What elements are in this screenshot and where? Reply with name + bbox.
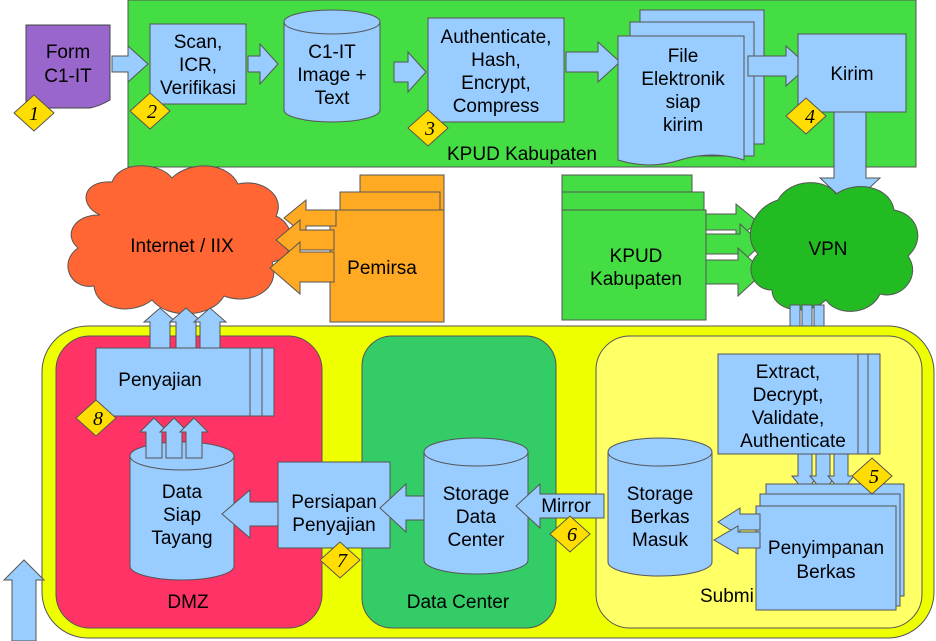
storage-dc-database-cylinder-icon: Storage Data Center	[423, 437, 529, 575]
db-label-1: C1-IT	[308, 42, 356, 63]
persiapan-box: Persiapan Penyajian	[277, 461, 391, 549]
vpn-label: VPN	[808, 239, 847, 260]
mirror-label: Mirror	[541, 496, 591, 517]
badge-3-diamond-badge-icon: 3	[407, 109, 449, 147]
kpud-middle-label-1: KPUD	[610, 246, 663, 267]
arrows-penyimpanan-to-storage	[713, 507, 761, 555]
storage-masuk-label-3: Masuk	[632, 530, 688, 551]
badge-8-label: 8	[93, 408, 103, 430]
arrow-persiapan-to-datasiap	[221, 488, 279, 540]
storage-masuk-database-cylinder-icon: Storage Berkas Masuk	[607, 437, 713, 577]
auth-label-1: Authenticate,	[441, 27, 552, 48]
arrow-form-to-scan	[111, 44, 149, 84]
arrows-penyajian-to-internet	[142, 307, 228, 349]
scan-box: Scan, ICR, Verifikasi	[149, 23, 247, 105]
arrows-pemirsa-to-internet	[269, 198, 337, 296]
badge-4-diamond-badge-icon: 4	[785, 97, 827, 135]
vpn-cloud-icon: VPN	[749, 182, 919, 312]
file-label-1: File	[668, 46, 699, 67]
arrow-storagedc-to-persiapan	[379, 482, 425, 534]
dmz-label: DMZ	[167, 592, 209, 613]
badge-7-label: 7	[337, 550, 348, 572]
badge-4-label: 4	[805, 106, 815, 128]
badge-6-label: 6	[567, 524, 577, 546]
badge-1-label: 1	[29, 103, 39, 125]
file-label-2: Elektronik	[641, 69, 725, 90]
auth-label-3: Encrypt,	[461, 73, 531, 94]
arrow-db-to-auth	[393, 50, 427, 94]
kirim-box: Kirim	[797, 33, 907, 113]
storage-dc-label-3: Center	[447, 530, 505, 551]
badge-8-diamond-badge-icon: 8	[75, 399, 117, 437]
extract-label-1: Extract,	[756, 362, 820, 383]
persiapan-label-1: Persiapan	[291, 492, 377, 513]
c1it-database-cylinder-icon: C1-IT Image + Text	[283, 9, 381, 123]
kpud-panel-label: KPUD Kabupaten	[447, 144, 597, 165]
pemirsa-stacked-document-icon: Pemirsa	[329, 174, 445, 323]
submit-label: Submi	[700, 586, 754, 607]
badge-7-diamond-badge-icon: 7	[319, 541, 361, 579]
mirror-arrow-icon: Mirror	[515, 482, 605, 530]
kirim-label: Kirim	[830, 64, 873, 85]
form-label-1: Form	[46, 42, 90, 63]
penyajian-box: Penyajian	[95, 347, 275, 417]
storage-masuk-label-1: Storage	[627, 484, 694, 505]
badge-5-diamond-badge-icon: 5	[851, 457, 893, 495]
up-arrow-icon	[2, 559, 46, 641]
penyajian-label: Penyajian	[118, 370, 201, 391]
form-c1it: Form C1-IT	[25, 24, 111, 109]
data-siap-label-1: Data	[162, 482, 203, 503]
penyimpanan-label-2: Berkas	[796, 562, 855, 583]
badge-5-label: 5	[869, 466, 879, 488]
badge-3-label: 3	[424, 118, 435, 140]
datacenter-label: Data Center	[407, 592, 510, 613]
auth-label-4: Compress	[453, 96, 540, 117]
file-label-3: siap	[666, 92, 701, 113]
extract-box: Extract, Decrypt, Validate, Authenticate	[717, 353, 881, 455]
db-label-3: Text	[315, 88, 351, 109]
scan-label-1: Scan,	[174, 32, 223, 53]
form-label-2: C1-IT	[44, 66, 92, 87]
data-siap-label-2: Siap	[163, 505, 201, 526]
extract-label-4: Authenticate	[740, 431, 846, 452]
data-siap-label-3: Tayang	[151, 528, 212, 549]
auth-box: Authenticate, Hash, Encrypt, Compress	[427, 17, 565, 123]
pemirsa-label: Pemirsa	[347, 258, 417, 279]
badge-2-label: 2	[147, 101, 157, 123]
file-label-4: kirim	[663, 115, 703, 136]
storage-dc-label-2: Data	[456, 507, 497, 528]
arrows-datasiap-to-penyajian	[138, 417, 210, 459]
penyimpanan-stacked-document-icon: Penyimpanan Berkas	[755, 483, 905, 611]
scan-label-3: Verifikasi	[160, 78, 236, 99]
badge-1-diamond-badge-icon: 1	[13, 94, 55, 132]
kpud-middle-label-2: Kabupaten	[590, 269, 682, 290]
extract-label-2: Decrypt,	[753, 385, 824, 406]
auth-label-2: Hash,	[471, 50, 521, 71]
extract-label-3: Validate,	[752, 408, 825, 429]
db-label-2: Image +	[297, 65, 366, 86]
storage-masuk-label-2: Berkas	[630, 507, 689, 528]
arrows-kpud-to-vpn	[705, 202, 765, 298]
arrow-file-to-kirim	[747, 44, 809, 88]
scan-label-2: ICR,	[179, 55, 217, 76]
badge-6-diamond-badge-icon: 6	[549, 515, 591, 553]
internet-cloud-icon: Internet / IIX	[67, 165, 292, 315]
arrows-extract-to-penyimpanan	[790, 453, 856, 493]
arrow-auth-to-file	[565, 40, 621, 84]
badge-2-diamond-badge-icon: 2	[129, 92, 171, 130]
kpud-middle-stacked-document-icon: KPUD Kabupaten	[561, 174, 707, 321]
data-siap-database-cylinder-icon: Data Siap Tayang	[129, 441, 235, 581]
persiapan-label-2: Penyajian	[292, 515, 375, 536]
arrow-scan-to-db	[247, 42, 279, 86]
internet-label: Internet / IIX	[130, 236, 234, 257]
penyimpanan-label-1: Penyimpanan	[768, 538, 884, 559]
storage-dc-label-1: Storage	[443, 484, 510, 505]
file-stacked-document-icon: File Elektronik siap kirim	[617, 9, 765, 166]
